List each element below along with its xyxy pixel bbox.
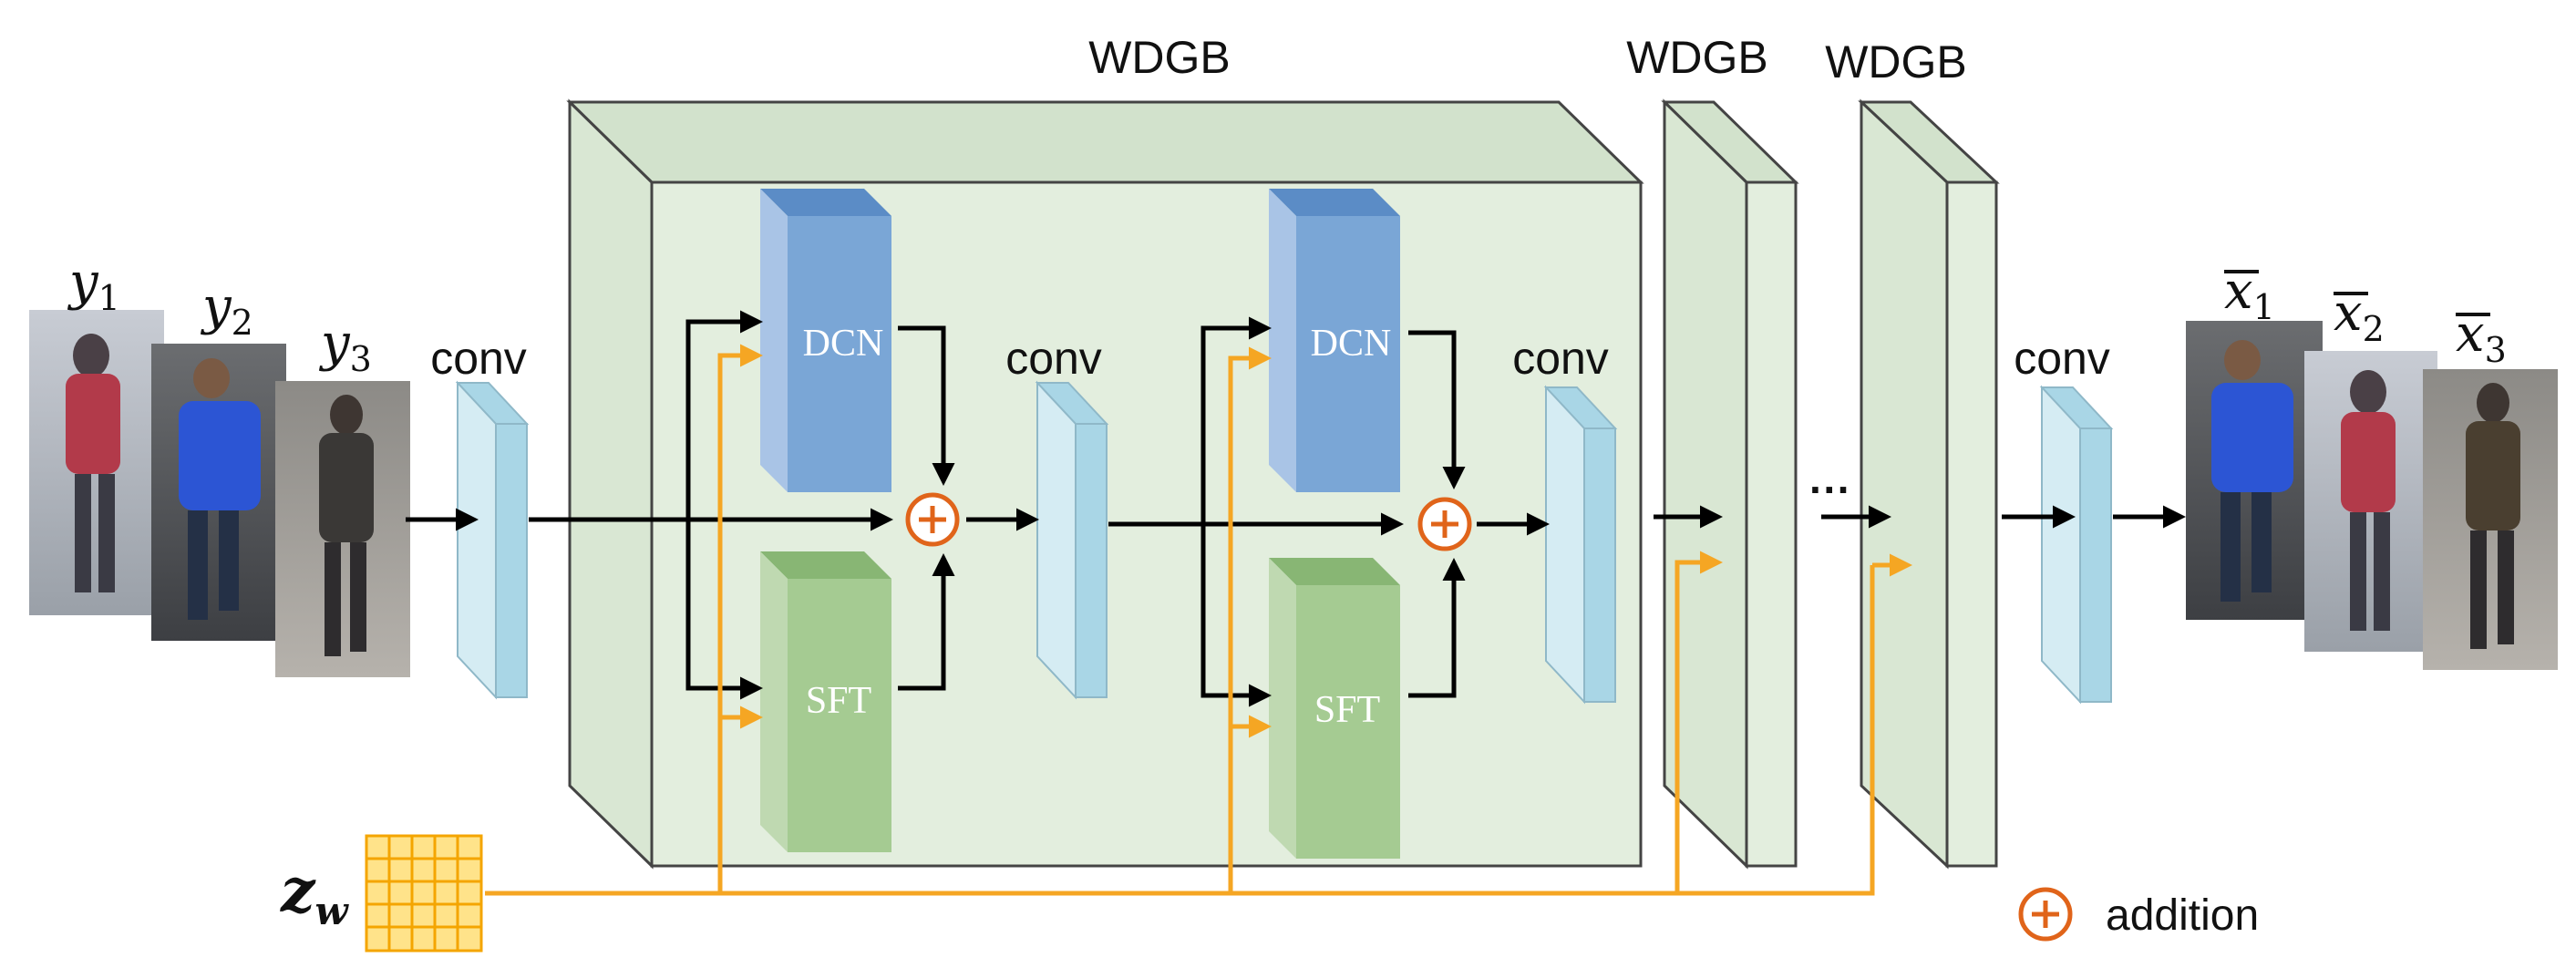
output-image-2 xyxy=(2304,351,2437,652)
orange-zw-arrows xyxy=(485,344,1912,896)
wdgb-main-side xyxy=(568,98,654,870)
legend-plus-icon xyxy=(2018,887,2073,942)
conv-label-wdgb-1: conv xyxy=(1005,333,1102,384)
legend-addition-label: addition xyxy=(2106,891,2259,940)
conv-block-wdgb-2 xyxy=(1543,385,1618,705)
arrow-sft-1-to-plus xyxy=(898,553,955,691)
output-image-3 xyxy=(2423,369,2558,670)
dcn-label-2: DCN xyxy=(1311,323,1392,365)
wdgb-3-label: WDGB xyxy=(1825,36,1967,88)
wdgb-block-2 xyxy=(1661,98,1799,870)
input-label-2: y2 xyxy=(200,277,253,343)
sft-block-2 xyxy=(1269,558,1400,859)
svg-text:x2: x2 xyxy=(2334,283,2385,349)
arrow-branch-dcn-1 xyxy=(685,310,763,520)
arrow-branch-sft-2 xyxy=(1200,524,1272,707)
arrow-branch-sft-1 xyxy=(685,520,763,700)
conv-label-input: conv xyxy=(430,333,527,384)
input-image-1 xyxy=(29,310,164,615)
arrow-sft-2-to-plus xyxy=(1408,558,1466,698)
dcn-block-1 xyxy=(760,189,891,492)
svg-text:x3: x3 xyxy=(2456,304,2507,370)
svg-text:x1: x1 xyxy=(2224,262,2275,327)
wdgb-main-label: WDGB xyxy=(1088,32,1231,83)
dcn-block-2 xyxy=(1269,189,1400,492)
conv-label-output: conv xyxy=(2014,333,2110,384)
conv-block-wdgb-1 xyxy=(1035,380,1109,700)
input-image-2 xyxy=(151,344,286,641)
conv-label-wdgb-2: conv xyxy=(1512,333,1609,384)
addition-node-1 xyxy=(905,492,960,547)
zw-label: zw xyxy=(280,855,349,933)
sft-label-2: SFT xyxy=(1314,689,1380,731)
addition-node-2 xyxy=(1417,497,1472,551)
arrow-branch-dcn-2 xyxy=(1200,316,1272,524)
arrow-dcn-2-to-plus xyxy=(1408,330,1466,489)
wdgb-2-label: WDGB xyxy=(1626,32,1768,83)
conv-block-output xyxy=(2039,385,2114,705)
input-images xyxy=(29,310,410,677)
output-label-3: x3 xyxy=(2456,304,2507,370)
conv-block-input xyxy=(455,380,530,700)
legend-addition: addition xyxy=(2018,887,2259,942)
black-arrows xyxy=(406,310,2186,707)
sft-block-1 xyxy=(760,551,891,852)
input-label-3: y3 xyxy=(318,314,372,379)
zw-bus-line xyxy=(485,565,1875,896)
output-label-2: x2 xyxy=(2334,283,2385,349)
zw-to-wdgb-2 xyxy=(1674,551,1723,893)
wdgb-main-top xyxy=(566,100,1644,184)
output-image-1 xyxy=(2186,321,2323,620)
arrow-dcn-1-to-plus xyxy=(898,325,955,486)
output-label-1: x1 xyxy=(2224,262,2275,327)
wdgb-block-3 xyxy=(1858,98,2000,870)
sft-label-1: SFT xyxy=(806,680,871,722)
zw-to-dcn-1 xyxy=(717,344,763,893)
input-label-1: y1 xyxy=(67,252,120,318)
zw-to-dcn-2 xyxy=(1228,346,1272,893)
zw-latent-grid xyxy=(365,834,483,953)
input-image-3 xyxy=(275,381,410,677)
output-images xyxy=(2186,321,2558,670)
ellipsis-dots: ··· xyxy=(1809,466,1851,513)
dcn-label-1: DCN xyxy=(803,323,884,365)
